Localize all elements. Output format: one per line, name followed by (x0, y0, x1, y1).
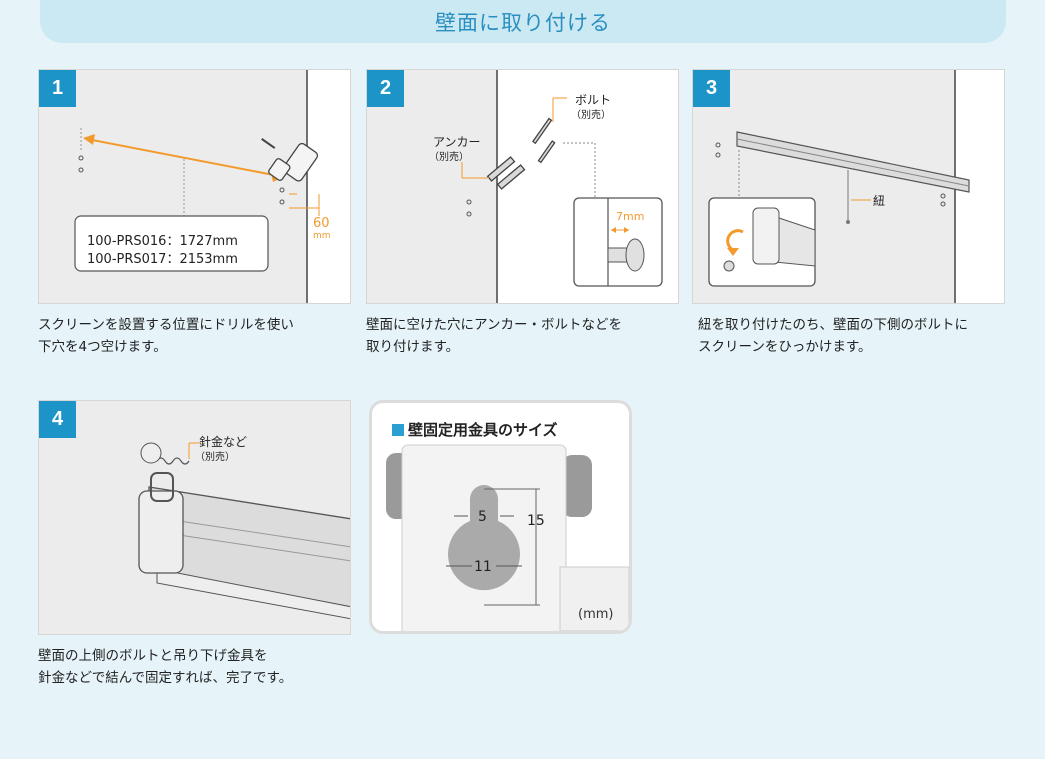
step-4-caption: 壁面の上側のボルトと吊り下げ金具を 針金などで結んで固定すれば、完了です。 (38, 645, 292, 689)
step-2-caption-line1: 壁面に空けた穴にアンカー・ボルトなどを (366, 317, 622, 333)
string-label: 紐 (873, 194, 886, 208)
step-1-caption: スクリーンを設置する位置にドリルを使い 下穴を4つ空けます。 (38, 314, 294, 358)
step-4-caption-line2: 針金などで結んで固定すれば、完了です。 (38, 670, 293, 686)
bracket-size-card: 壁固定用金具のサイズ 5 11 15 (mm) (369, 400, 632, 634)
bracket-unit: (mm) (578, 607, 614, 622)
step-3-panel: 3 紐 (692, 69, 1005, 304)
step-3-caption: 紐を取り付けたのち、壁面の下側のボルトに スクリーンをひっかけます。 (698, 314, 968, 358)
step-3-caption-line1: 紐を取り付けたのち、壁面の下側のボルトに (698, 317, 968, 333)
gap-7mm-label: 7mm (616, 210, 645, 223)
step-4-caption-line1: 壁面の上側のボルトと吊り下げ金具を (38, 648, 268, 664)
bolt-sub-label: （別売） (571, 110, 611, 121)
step-2-badge: 2 (367, 70, 404, 107)
wire-sub-label: （別売） (195, 452, 235, 463)
bracket-title: 壁固定用金具のサイズ (408, 421, 558, 439)
bracket-dim-height: 15 (527, 513, 545, 529)
step-1-panel: 1 100-PRS016：1727mm 100-PRS017：2153mm 60… (38, 69, 351, 304)
step-1-caption-line1: スクリーンを設置する位置にドリルを使い (38, 317, 294, 333)
model-length-2: 100-PRS017：2153mm (87, 252, 238, 267)
step-1-badge: 1 (39, 70, 76, 107)
dim-60-value: 60 (313, 216, 330, 231)
bracket-dim-small: 5 (478, 509, 487, 525)
step-3-badge: 3 (693, 70, 730, 107)
bracket-title-row: 壁固定用金具のサイズ (392, 419, 558, 440)
step-4-badge: 4 (39, 401, 76, 438)
step-1-caption-line2: 下穴を4つ空けます。 (38, 339, 167, 355)
square-bullet-icon (392, 423, 404, 436)
bolt-label: ボルト (575, 93, 612, 107)
anchor-sub-label: （別売） (429, 152, 469, 163)
section-title: 壁面に取り付ける (435, 10, 611, 35)
step-1-illustration (74, 70, 350, 303)
bracket-illustration (386, 444, 629, 631)
wire-label: 針金など (199, 435, 248, 449)
dim-60-unit: mm (313, 231, 331, 241)
bracket-dim-large: 11 (474, 559, 492, 575)
step-4-panel: 4 針金など （別売） (38, 400, 351, 635)
section-header: 壁面に取り付ける (40, 0, 1006, 43)
step-3-caption-line2: スクリーンをひっかけます。 (698, 339, 872, 355)
anchor-label: アンカー (433, 135, 481, 149)
step-3-illustration (708, 70, 1004, 303)
step-4-illustration (138, 442, 350, 620)
step-2-caption: 壁面に空けた穴にアンカー・ボルトなどを 取り付けます。 (366, 314, 622, 358)
model-length-1: 100-PRS016：1727mm (87, 234, 238, 249)
step-2-caption-line2: 取り付けます。 (366, 339, 460, 355)
step-2-panel: 2 ボルト （別売） アンカー （別売） 7mm (366, 69, 679, 304)
step-2-illustration (461, 70, 678, 303)
